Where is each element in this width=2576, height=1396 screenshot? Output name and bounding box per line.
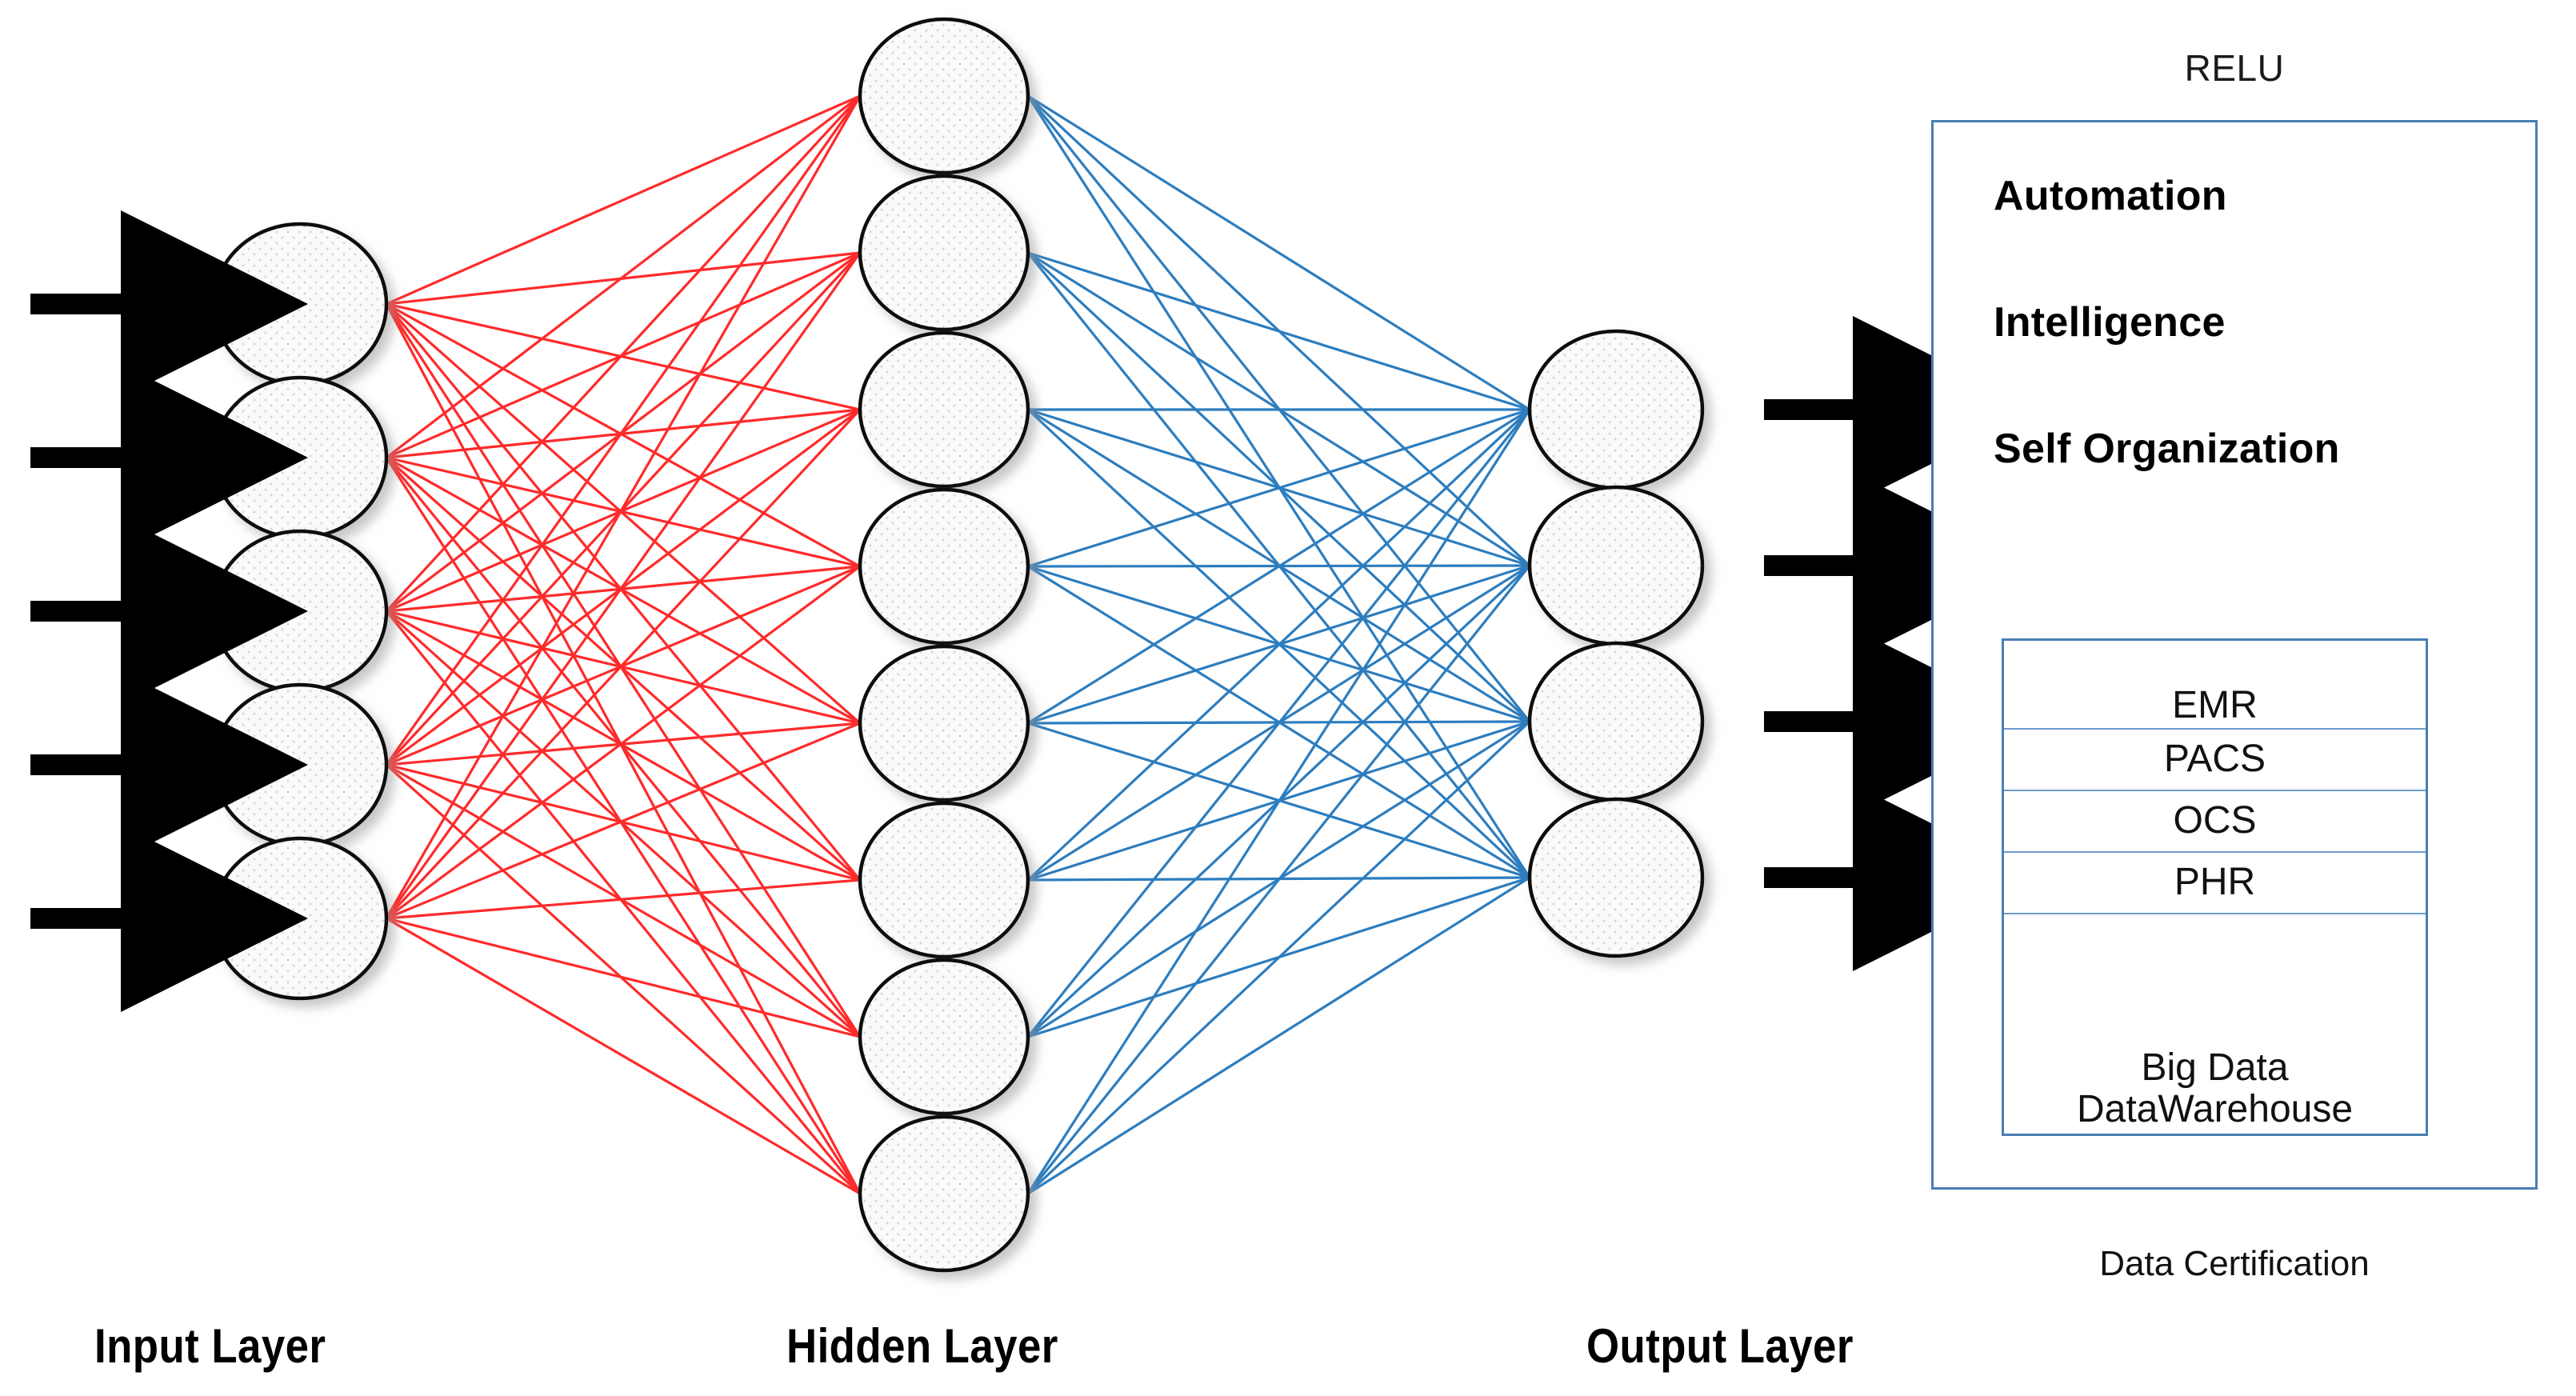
hidden-node-3: [858, 330, 1030, 489]
table-row-phr: PHR: [2004, 853, 2426, 914]
input-arrows: [30, 210, 308, 1012]
input-to-hidden-edges: [385, 94, 862, 1195]
output-layer-nodes: [1527, 329, 1705, 958]
relu-title: RELU: [2184, 47, 2285, 89]
data-systems-table: EMR PACS OCS PHR Big Data DataWarehouse: [2002, 638, 2428, 1136]
table-row-pacs: PACS: [2004, 730, 2426, 791]
hidden-node-7: [858, 958, 1030, 1116]
table-row-bigdata-line2: DataWarehouse: [2076, 1088, 2354, 1131]
output-node-1: [1527, 329, 1705, 490]
relu-keyword-self-organization: Self Organization: [1994, 426, 2340, 472]
output-node-2: [1527, 485, 1705, 646]
hidden-node-8: [858, 1114, 1030, 1273]
input-node-5: [211, 836, 389, 1001]
output-arrows: [1764, 316, 2040, 971]
input-node-1: [211, 222, 389, 386]
output-node-3: [1527, 641, 1705, 802]
hidden-layer-nodes: [858, 17, 1030, 1273]
input-node-2: [211, 375, 389, 540]
data-certification-caption: Data Certification: [2099, 1244, 2370, 1283]
hidden-node-2: [858, 174, 1030, 332]
hidden-node-1: [858, 17, 1030, 175]
hidden-to-output-edges: [1026, 94, 1531, 1195]
input-layer-nodes: [211, 222, 389, 1001]
output-layer-label: Output Layer: [1586, 1319, 1854, 1373]
hidden-node-6: [858, 801, 1030, 959]
input-layer-label: Input Layer: [94, 1319, 326, 1373]
input-node-3: [211, 529, 389, 694]
table-row-bigdata-line1: Big Data: [2141, 1046, 2289, 1090]
table-row-emr: EMR: [2004, 641, 2426, 730]
relu-keyword-intelligence: Intelligence: [1994, 299, 2226, 346]
output-node-4: [1527, 797, 1705, 958]
hidden-node-4: [858, 487, 1030, 646]
hidden-layer-label: Hidden Layer: [786, 1319, 1058, 1373]
table-row-ocs: OCS: [2004, 791, 2426, 853]
input-node-4: [211, 682, 389, 847]
relu-keyword-automation: Automation: [1994, 173, 2227, 219]
table-row-bigdata-datawarehouse: Big Data DataWarehouse: [2004, 914, 2426, 1134]
hidden-node-5: [858, 644, 1030, 802]
